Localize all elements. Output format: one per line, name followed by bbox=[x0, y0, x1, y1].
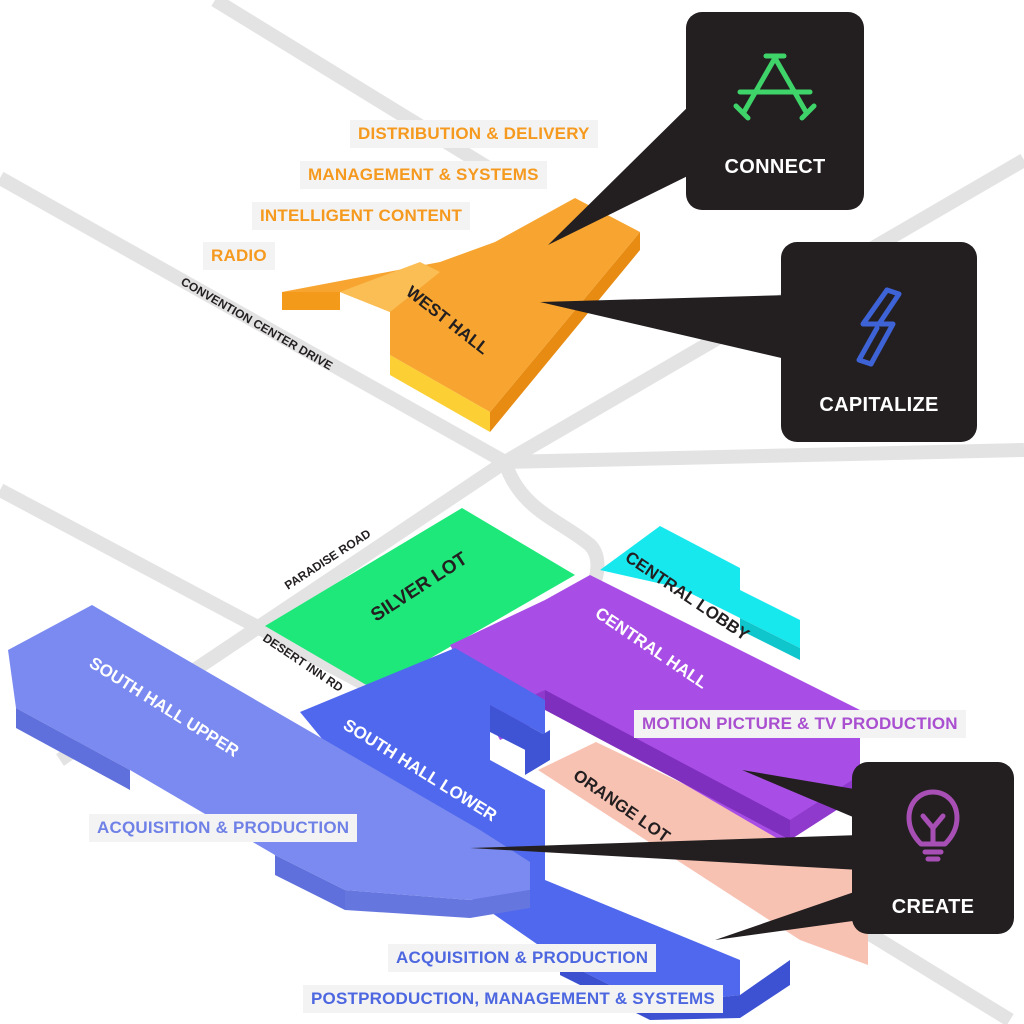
connect-pointer bbox=[548, 95, 720, 245]
west-hall-building[interactable] bbox=[282, 198, 640, 432]
central-lobby-building[interactable] bbox=[600, 526, 800, 660]
silver-lot-area[interactable] bbox=[265, 508, 575, 690]
create-label: CREATE bbox=[891, 896, 975, 918]
road-convention-center-drive bbox=[0, 171, 509, 469]
create-pointer-south-lower bbox=[715, 890, 860, 940]
create-pointer-south-upper bbox=[470, 835, 860, 870]
south-lower-tag-postproduction: POSTPRODUCTION, MANAGEMENT & SYSTEMS bbox=[303, 985, 723, 1013]
south-hall-upper-building[interactable] bbox=[8, 605, 530, 918]
west-hall-tag-intelligent-content: INTELLIGENT CONTENT bbox=[252, 202, 471, 230]
create-callout[interactable]: CREATE bbox=[852, 762, 1014, 934]
connect-callout[interactable]: CONNECT bbox=[686, 12, 864, 210]
capitalize-callout[interactable]: CAPITALIZE bbox=[781, 242, 977, 442]
central-hall-tag-motion-picture: MOTION PICTURE & TV PRODUCTION bbox=[634, 710, 966, 738]
road-top-diagonal bbox=[211, 0, 504, 181]
capitalize-pointer bbox=[540, 295, 790, 360]
west-hall-tag-distribution: DISTRIBUTION & DELIVERY bbox=[350, 120, 598, 148]
road-center-right bbox=[504, 443, 1024, 469]
road-paradise-curve bbox=[498, 459, 605, 594]
connect-triangle-icon bbox=[733, 53, 817, 121]
create-pointer-central bbox=[742, 770, 860, 820]
south-lower-tag-acquisition: ACQUISITION & PRODUCTION bbox=[388, 944, 657, 972]
west-hall-tag-management: MANAGEMENT & SYSTEMS bbox=[300, 161, 547, 189]
lightning-bolt-icon bbox=[856, 287, 902, 367]
south-upper-tag-acquisition: ACQUISITION & PRODUCTION bbox=[89, 814, 358, 842]
lightbulb-icon bbox=[906, 789, 960, 862]
connect-label: CONNECT bbox=[724, 156, 826, 178]
west-hall-tag-radio: RADIO bbox=[203, 242, 275, 270]
capitalize-label: CAPITALIZE bbox=[819, 394, 939, 416]
